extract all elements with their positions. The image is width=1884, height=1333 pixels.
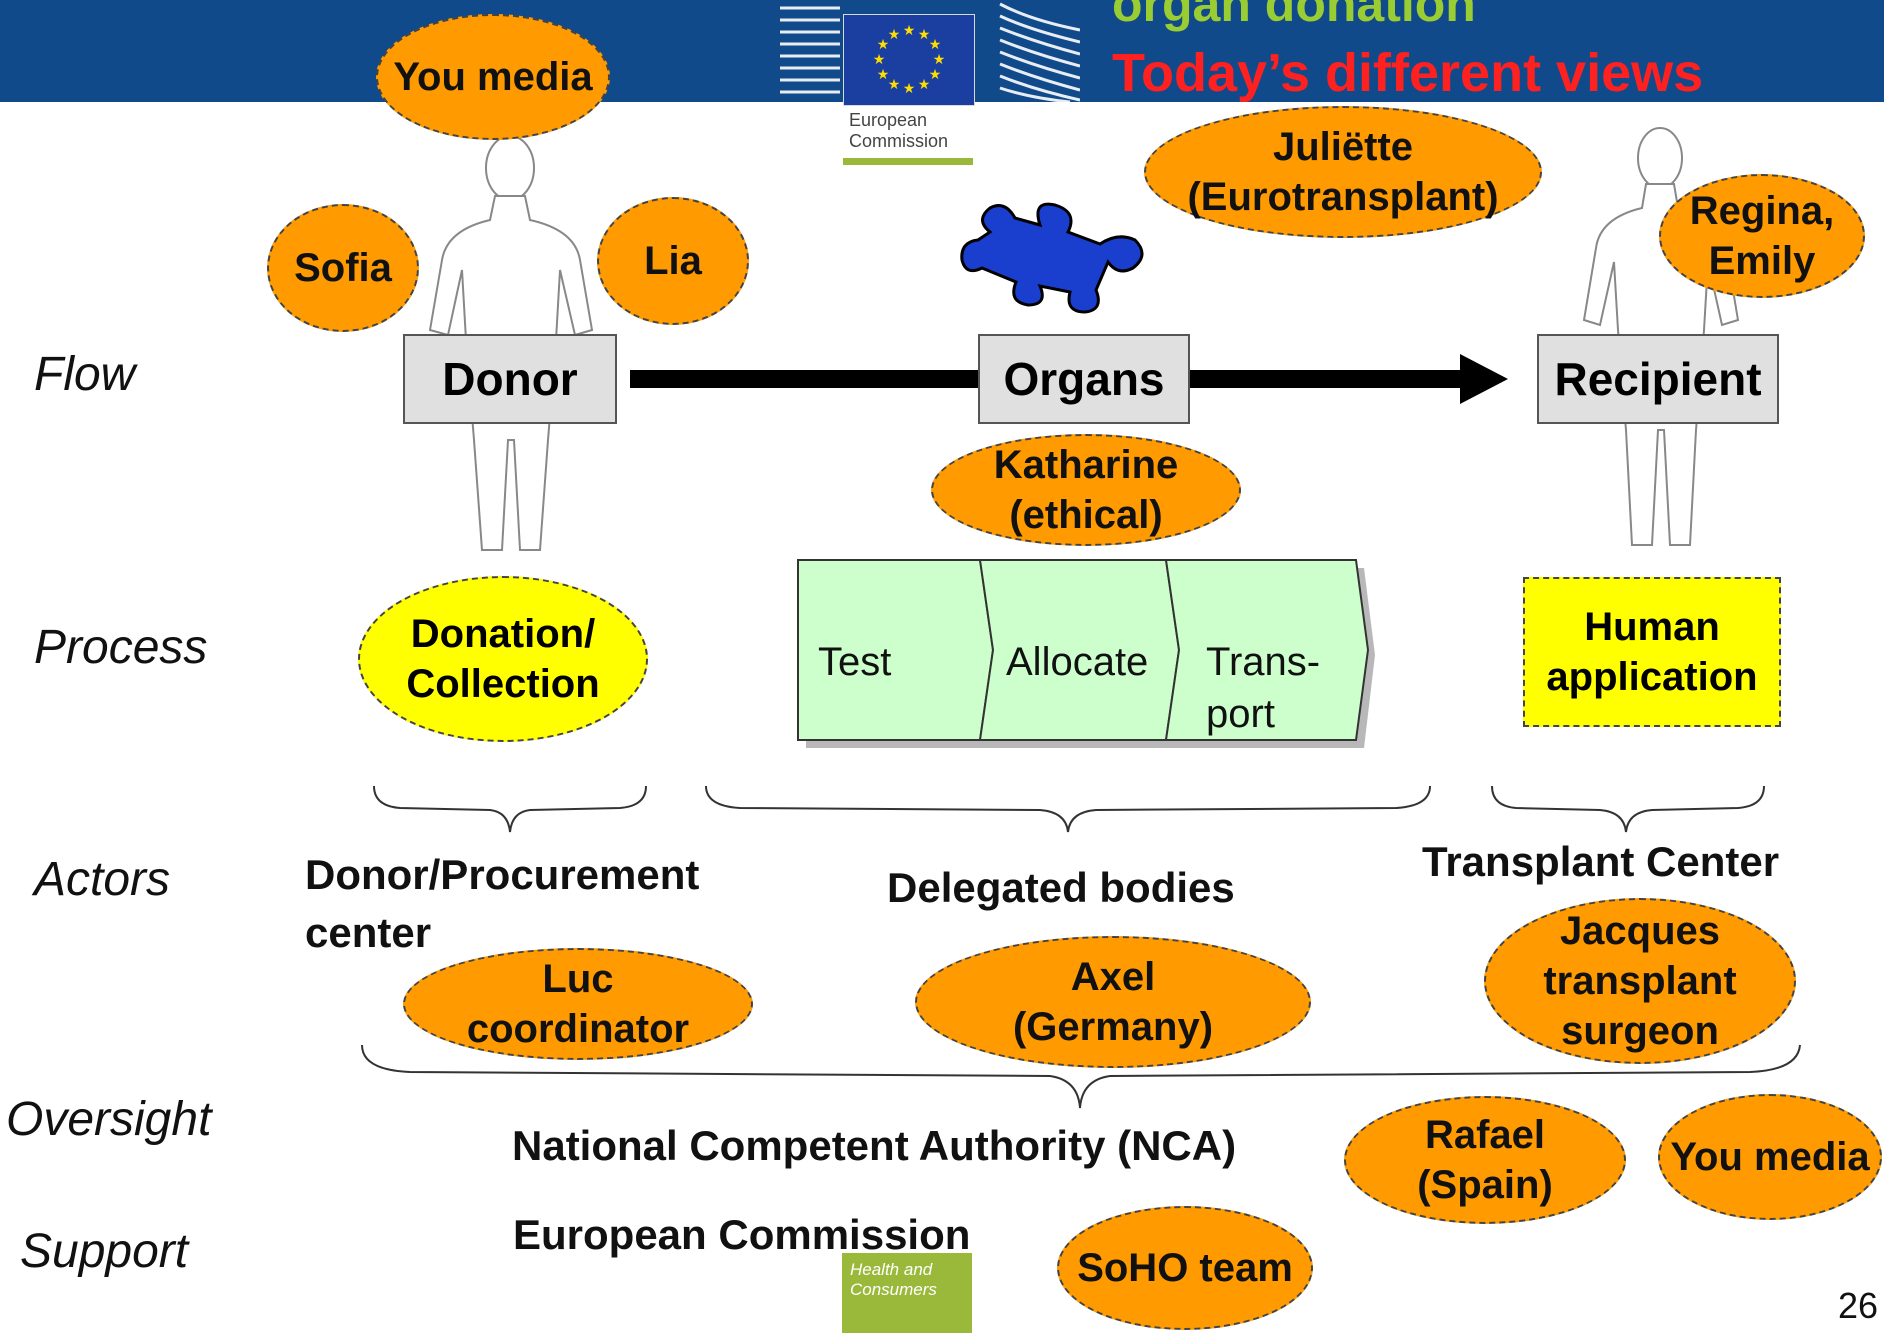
svg-text:★: ★ [903, 81, 916, 97]
view-soho-team: SoHO team [1057, 1206, 1313, 1330]
eu-logo-text: European Commission [849, 110, 948, 152]
view-juliette: Juliëtte (Eurotransplant) [1144, 106, 1542, 238]
title-line2: Today’s different views [1112, 43, 1704, 103]
jacques-line1: Jacques [1559, 909, 1721, 953]
regina-line2: Emily [1708, 239, 1816, 283]
luc-line1: Luc [542, 957, 614, 1001]
view-axel: Axel (Germany) [915, 936, 1311, 1068]
flow-arrow [630, 354, 1508, 404]
svg-text:★: ★ [888, 77, 901, 93]
svg-text:★: ★ [903, 23, 916, 39]
axel-line1: Axel [1070, 955, 1156, 999]
brace-transplant [1491, 785, 1765, 833]
human-line2: application [1546, 655, 1758, 699]
process-chevrons [797, 559, 1375, 748]
svg-text:★: ★ [929, 67, 942, 83]
jacques-line2: transplant [1543, 959, 1737, 1003]
luc-line2: coordinator [466, 1007, 690, 1051]
page-number: 26 [1838, 1285, 1879, 1326]
hc-line2: Consumers [850, 1280, 937, 1299]
view-you-media-bottom: You media [1658, 1094, 1882, 1220]
oversight-nca: National Competent Authority (NCA) [512, 1122, 1237, 1169]
svg-text:★: ★ [918, 27, 931, 43]
view-luc: Luc coordinator [403, 948, 753, 1060]
donor-box: Donor [403, 334, 617, 424]
regina-line1: Regina, [1689, 189, 1835, 233]
juliette-line2: (Eurotransplant) [1187, 175, 1499, 219]
axel-line2: (Germany) [1012, 1005, 1214, 1049]
health-consumers-text: Health and Consumers [850, 1260, 937, 1300]
organs-box: Organs [978, 334, 1190, 424]
puzzle-piece-icon [960, 202, 1144, 314]
rafael-line2: (Spain) [1417, 1163, 1553, 1207]
row-label-support: Support [20, 1225, 189, 1278]
row-label-flow: Flow [34, 348, 136, 401]
svg-text:★: ★ [933, 52, 946, 68]
eu-logo-line1: European [849, 110, 928, 130]
view-regina-emily: Regina, Emily [1659, 174, 1865, 298]
eu-logo-line2: Commission [849, 131, 949, 151]
donation-line1: Donation/ [410, 612, 596, 656]
row-label-oversight: Oversight [6, 1093, 212, 1146]
donation-line2: Collection [406, 662, 600, 706]
stage-transport: Trans- port [1206, 636, 1320, 740]
svg-text:★: ★ [929, 37, 942, 53]
hc-line1: Health and [850, 1260, 933, 1279]
eu-logo-underline [843, 158, 973, 165]
katharine-line2: (ethical) [1009, 493, 1163, 537]
svg-text:★: ★ [873, 52, 886, 68]
recipient-box: Recipient [1537, 334, 1779, 424]
row-label-actors: Actors [34, 853, 171, 906]
title-line1: organ donation [1112, 0, 1476, 32]
brace-donor [373, 785, 647, 833]
stage-test: Test [818, 640, 892, 684]
view-lia: Lia [597, 197, 749, 325]
eu-lines-graphic [780, 2, 1080, 102]
actor-delegated-bodies: Delegated bodies [887, 864, 1235, 911]
svg-text:★: ★ [877, 37, 890, 53]
transport-line1: Trans- [1206, 640, 1321, 684]
row-label-process: Process [34, 621, 208, 674]
view-you-media-top: You media [376, 14, 610, 140]
view-jacques: Jacques transplant surgeon [1484, 898, 1796, 1064]
svg-text:★: ★ [918, 77, 931, 93]
katharine-line1: Katharine [993, 443, 1179, 487]
brace-oversight [361, 1044, 1801, 1109]
view-sofia: Sofia [267, 204, 419, 332]
donor-center-line2: center [305, 909, 432, 956]
stage-allocate: Allocate [1006, 640, 1149, 684]
human-line1: Human [1584, 605, 1720, 649]
svg-text:★: ★ [877, 67, 890, 83]
donation-collection-ellipse: Donation/Collection [358, 576, 648, 742]
view-katharine: Katharine (ethical) [931, 434, 1241, 546]
eu-flag-icon: ★★★★★★★★★★★★ [843, 14, 975, 106]
jacques-line3: surgeon [1561, 1009, 1719, 1053]
juliette-line1: Juliëtte [1272, 125, 1414, 169]
actor-transplant-center: Transplant Center [1422, 838, 1780, 885]
health-consumers-box [842, 1253, 972, 1333]
donor-center-line1: Donor/Procurement [305, 851, 700, 898]
human-application-box: Human application [1523, 577, 1781, 727]
brace-delegated [705, 785, 1431, 833]
view-rafael: Rafael (Spain) [1344, 1096, 1626, 1224]
support-european-commission: European Commission [513, 1211, 971, 1258]
actor-donor-center: Donor/Procurement center [305, 846, 699, 962]
svg-text:★: ★ [888, 27, 901, 43]
rafael-line1: Rafael [1424, 1113, 1546, 1157]
transport-line2: port [1206, 692, 1275, 736]
